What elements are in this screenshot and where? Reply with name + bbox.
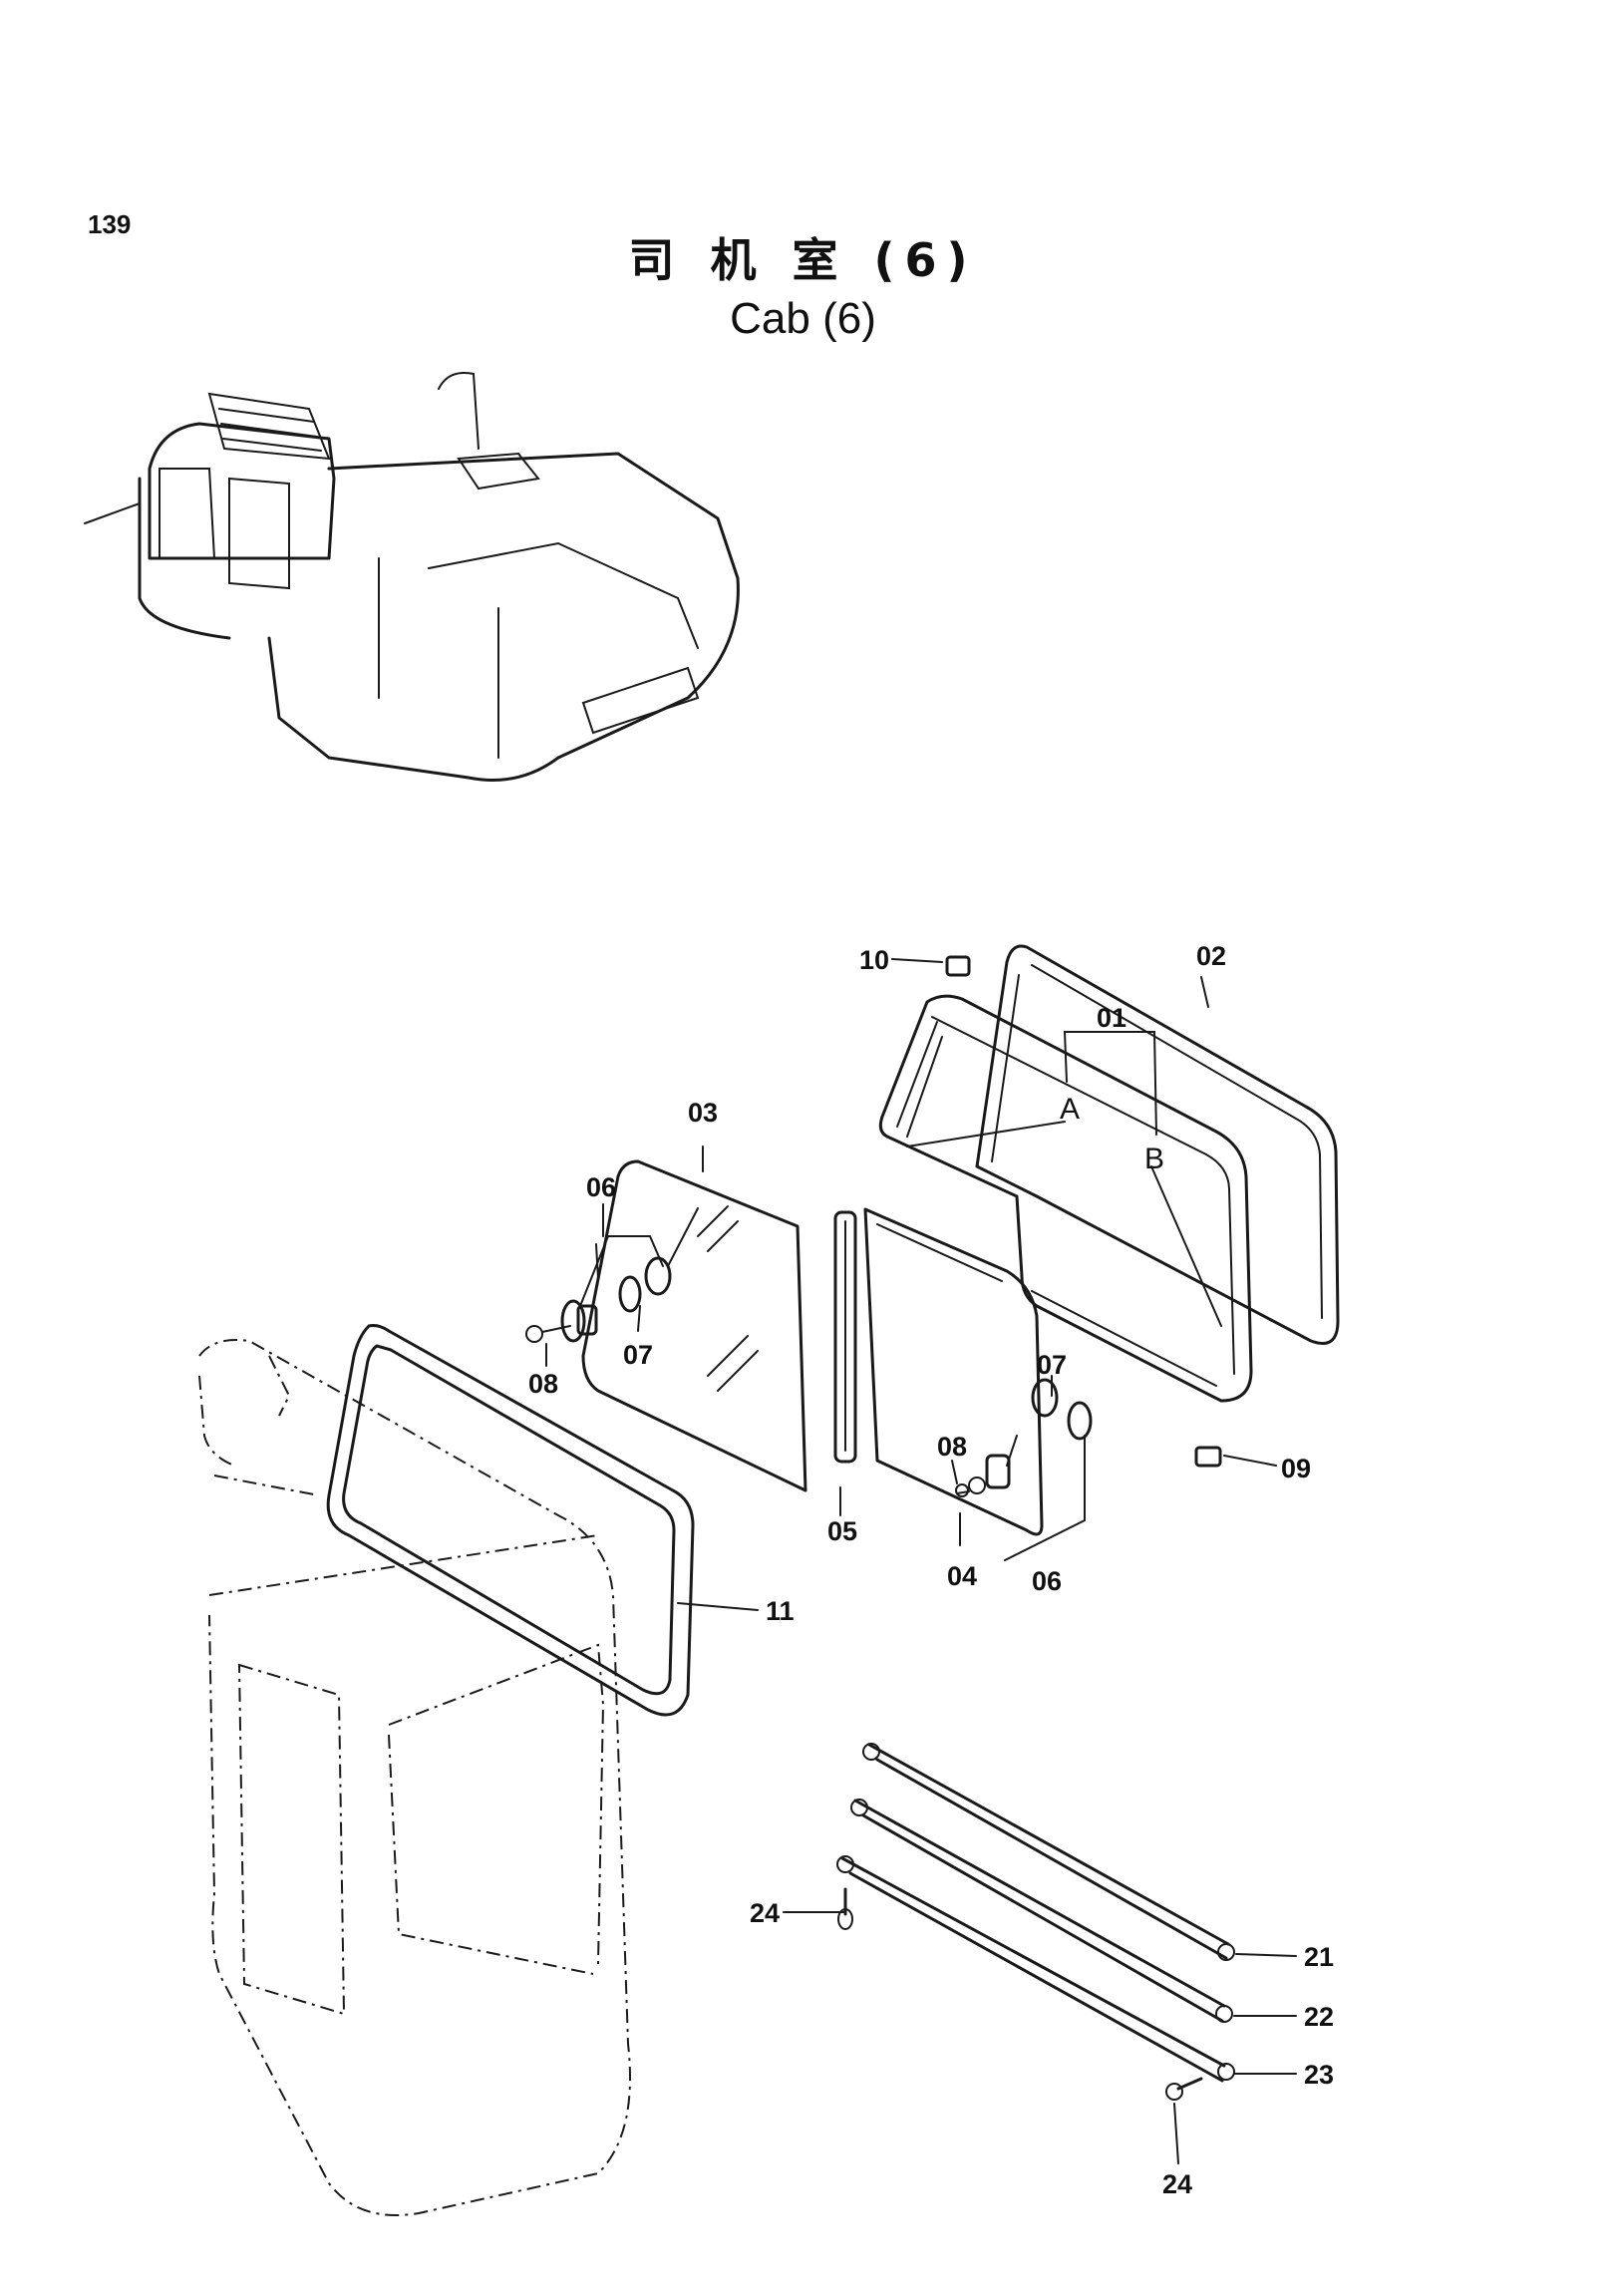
callout-11: 11 xyxy=(766,1596,795,1626)
part-21-23-stays xyxy=(836,1743,1235,2083)
callout-07-right: 07 xyxy=(1037,1350,1067,1380)
callout-06-right: 06 xyxy=(1032,1566,1062,1596)
part-24-bolts xyxy=(837,1887,1203,2101)
page-title-chinese: 司 机 室 (6) xyxy=(628,233,978,287)
part-01-door-frame xyxy=(878,994,1253,1403)
callout-A: A xyxy=(1060,1093,1080,1126)
callout-03: 03 xyxy=(688,1098,718,1128)
cab-body-outline xyxy=(198,1339,631,2216)
callout-09: 09 xyxy=(1281,1454,1311,1483)
leader-lines xyxy=(545,958,1297,2164)
callout-21: 21 xyxy=(1304,1942,1334,1972)
page-title-english: Cab (6) xyxy=(730,294,876,343)
part-05-rubber-strip xyxy=(833,1210,857,1464)
callout-05: 05 xyxy=(827,1516,857,1546)
callout-22: 22 xyxy=(1304,2002,1334,2032)
callout-24-bottom: 24 xyxy=(1162,2169,1192,2199)
callout-01: 01 xyxy=(1097,1003,1126,1033)
part-04-sliding-glass xyxy=(863,1207,1044,1536)
callout-24-left: 24 xyxy=(750,1898,780,1928)
part-03-glass-pane xyxy=(581,1159,807,1492)
callout-23: 23 xyxy=(1304,2060,1334,2090)
callout-08-left: 08 xyxy=(528,1369,558,1399)
callout-B: B xyxy=(1144,1143,1164,1175)
part-09-guide-block xyxy=(1194,1446,1222,1468)
callout-02: 02 xyxy=(1196,941,1226,971)
callout-labels: 01 02 03 04 05 06 06 07 07 08 08 09 10 1… xyxy=(528,941,1334,2199)
callout-04: 04 xyxy=(947,1561,977,1591)
page-number: 139 xyxy=(88,209,132,239)
left-latch-assembly xyxy=(525,1203,672,1343)
part-02-outer-seal xyxy=(975,944,1340,1345)
part-11-window-seal xyxy=(326,1324,695,1717)
callout-06-left: 06 xyxy=(586,1172,616,1202)
right-latch-assembly xyxy=(955,1378,1093,1561)
machine-overview-illustration xyxy=(84,372,740,782)
callout-10: 10 xyxy=(859,945,889,975)
callout-08-right: 08 xyxy=(937,1432,967,1462)
callout-07-left: 07 xyxy=(623,1340,653,1370)
part-10-stopper-block xyxy=(945,955,971,977)
